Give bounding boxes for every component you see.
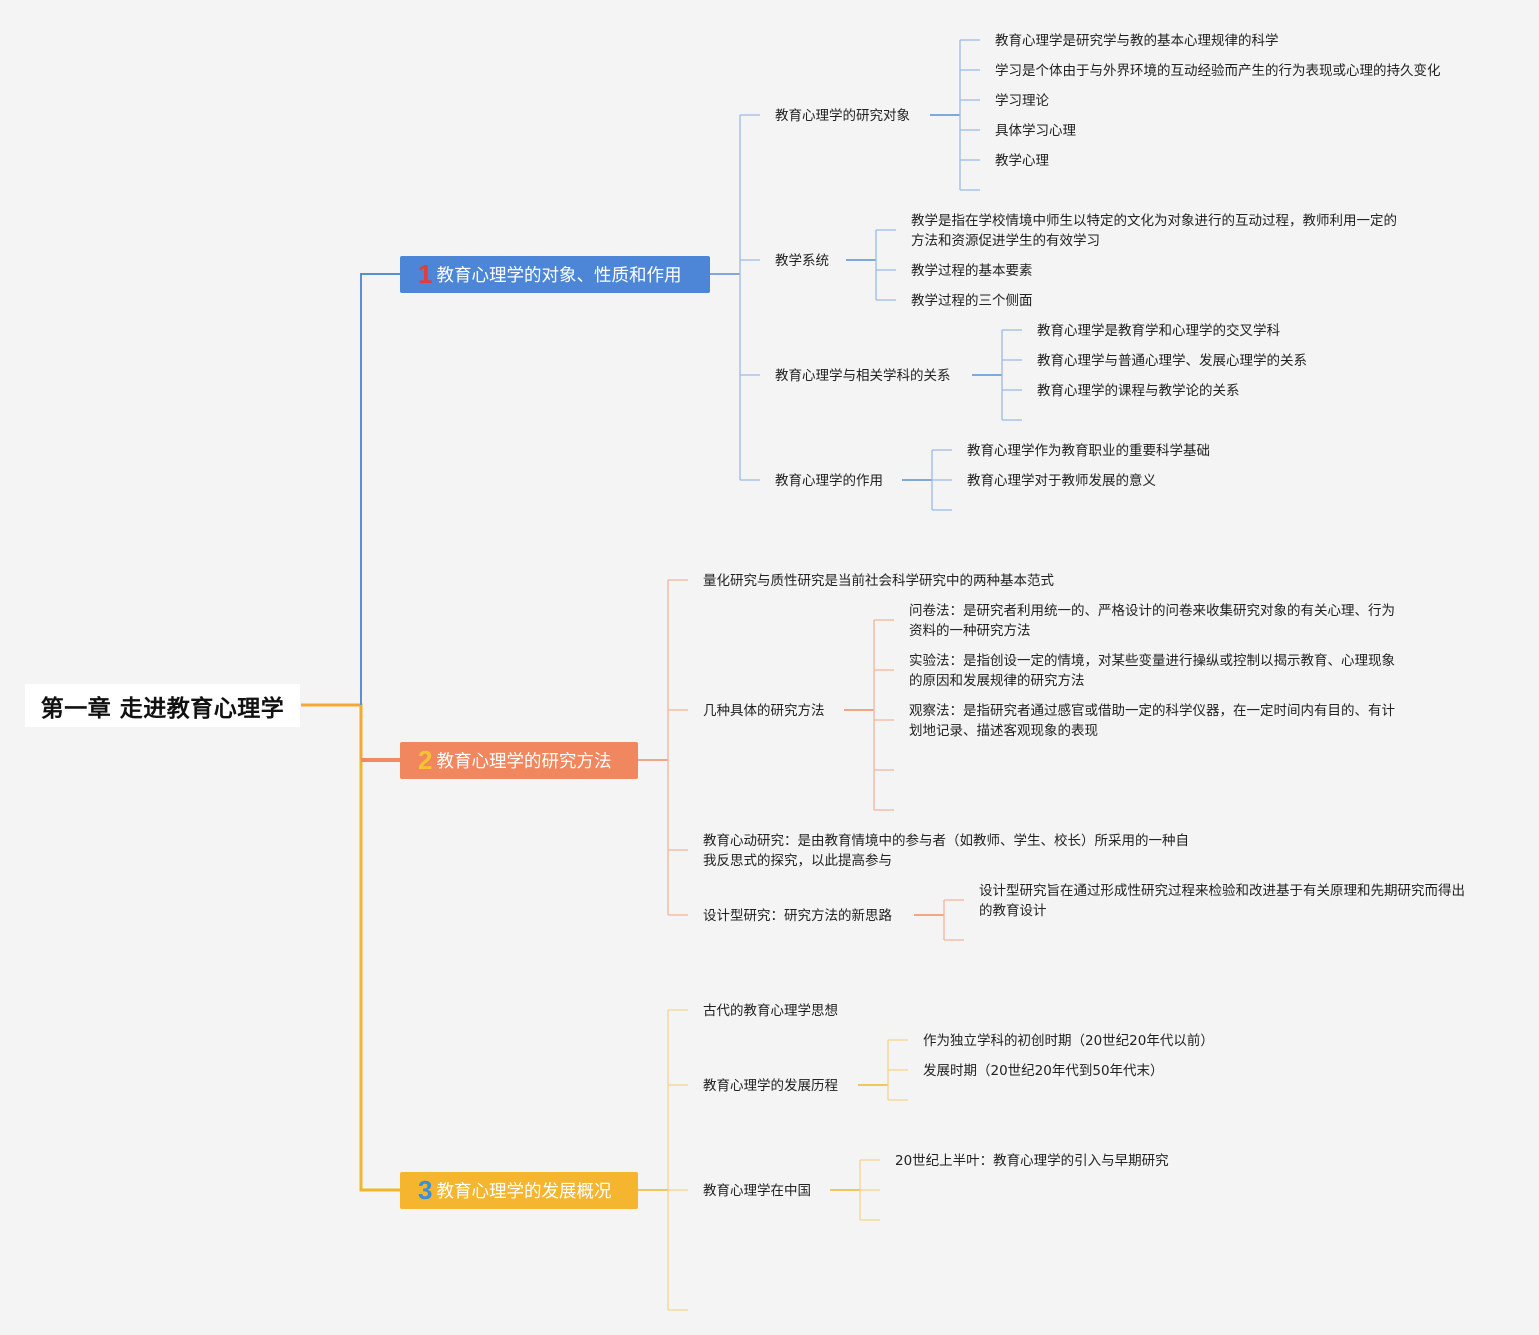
b1-sub-teaching-system[interactable]: 教学系统 [775,253,829,269]
b1-leaf-9[interactable]: 教育心理学是教育学和心理学的交叉学科 [1037,323,1280,339]
b1-leaf-2[interactable]: 学习是个体由于与外界环境的互动经验而产生的行为表现或心理的持久变化 [995,63,1441,79]
branch-1-number: 1 [418,259,433,289]
b3-leaf-1[interactable]: 作为独立学科的初创时期（20世纪20年代以前） [923,1033,1214,1049]
b1-leaf-6[interactable]: 教学是指在学校情境中师生以特定的文化为对象进行的互动过程，教师利用一定的方法和资… [911,213,1397,249]
b2-leaf-observation[interactable]: 观察法：是指研究者通过感官或借助一定的科学仪器，在一定时间内有目的、有计划地记录… [909,703,1395,739]
b1-leaf-10[interactable]: 教育心理学与普通心理学、发展心理学的关系 [1037,353,1307,369]
b3-sub-ancient[interactable]: 古代的教育心理学思想 [703,1003,838,1019]
b1-sub-research-object[interactable]: 教育心理学的研究对象 [775,108,910,124]
b3-sub-history[interactable]: 教育心理学的发展历程 [703,1078,838,1094]
branch-2-number: 2 [418,745,433,775]
b1-leaf-5[interactable]: 教学心理 [995,153,1049,169]
b2-leaf-design-research[interactable]: 设计型研究旨在通过形成性研究过程来检验和改进基于有关原理和先期研究而得出的教育设… [979,883,1465,919]
b1-sub-role[interactable]: 教育心理学的作用 [775,473,883,489]
b1-leaf-11[interactable]: 教育心理学的课程与教学论的关系 [1037,383,1240,399]
b2-sub-design-research[interactable]: 设计型研究：研究方法的新思路 [703,908,892,924]
b1-leaf-12[interactable]: 教育心理学作为教育职业的重要科学基础 [967,443,1210,459]
b1-leaf-4[interactable]: 具体学习心理 [995,123,1076,139]
branch-2-label: 教育心理学的研究方法 [436,752,612,772]
b2-leaf-experiment[interactable]: 实验法：是指创设一定的情境，对某些变量进行操纵或控制以揭示教育、心理现象的原因和… [909,653,1395,689]
branch-3-number: 3 [418,1175,433,1205]
b1-leaf-1[interactable]: 教育心理学是研究学与教的基本心理规律的科学 [995,33,1279,49]
b3-leaf-2[interactable]: 发展时期（20世纪20年代到50年代末） [923,1063,1164,1079]
root-topic[interactable]: 第一章 走进教育心理学 [25,684,300,727]
b1-leaf-8[interactable]: 教学过程的三个侧面 [911,293,1033,309]
b2-sub-action-research[interactable]: 教育心动研究：是由教育情境中的参与者（如教师、学生、校长）所采用的一种自我反思式… [703,833,1189,869]
root-link-main [301,703,400,762]
b3-sub-china[interactable]: 教育心理学在中国 [703,1183,811,1199]
branch-2-topic[interactable]: 2 教育心理学的研究方法 [400,742,638,779]
b2-leaf-questionnaire[interactable]: 问卷法：是研究者利用统一的、严格设计的问卷来收集研究对象的有关心理、行为资料的一… [909,603,1395,639]
b1-leaf-13[interactable]: 教育心理学对于教师发展的意义 [967,473,1156,489]
branch-1-topic[interactable]: 1 教育心理学的对象、性质和作用 [400,256,710,293]
branch-3-topic[interactable]: 3 教育心理学的发展概况 [400,1172,638,1209]
branch-3-label: 教育心理学的发展概况 [436,1182,612,1202]
branch-1-label: 教育心理学的对象、性质和作用 [436,266,682,286]
b1-sub-related-disciplines[interactable]: 教育心理学与相关学科的关系 [775,368,951,384]
b1-leaf-3[interactable]: 学习理论 [995,93,1049,109]
b2-sub-paradigms[interactable]: 量化研究与质性研究是当前社会科学研究中的两种基本范式 [703,573,1054,589]
root-link-b1 [360,273,400,705]
b1-leaf-7[interactable]: 教学过程的基本要素 [911,263,1033,279]
b3-leaf-3[interactable]: 20世纪上半叶：教育心理学的引入与早期研究 [895,1153,1169,1169]
root-link-b3 [359,760,400,1192]
b2-sub-methods[interactable]: 几种具体的研究方法 [703,703,825,719]
